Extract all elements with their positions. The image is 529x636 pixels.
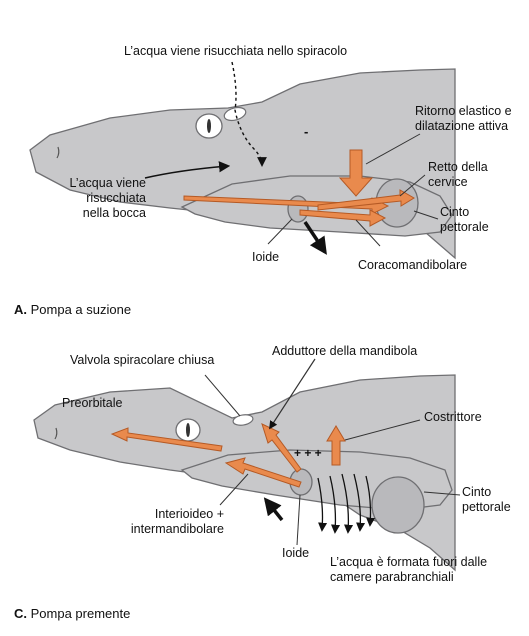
retto-arrow [317, 189, 415, 211]
water-out-5 [365, 475, 376, 527]
eye-c-pupil [186, 423, 190, 437]
label-water-out: L’acqua è formata fuori dalle camere par… [330, 555, 488, 584]
water-out-1 [317, 477, 328, 532]
eye-a-pupil [207, 119, 211, 133]
water-mouth-arrow [144, 161, 231, 179]
costrittore-arrow [326, 425, 346, 466]
panel-c-letter: C. [14, 606, 27, 621]
interioideo-arrow [224, 457, 302, 488]
cinto-c-leader [423, 491, 461, 496]
label-spiracle-in: L’acqua viene risucchiata nello spiracol… [124, 44, 348, 58]
panel-a-name: Pompa a suzione [30, 302, 132, 317]
label-costrittore: Costrittore [424, 410, 482, 424]
nostril-c [54, 427, 58, 440]
panel-a-arrows [144, 61, 439, 255]
panel-c-arrows [110, 358, 461, 546]
label-preorbitale: Preorbitale [62, 396, 123, 410]
elastic-leader [365, 133, 421, 165]
hyoid-a-motion [303, 221, 327, 255]
panel-a-title: A. Pompa a suzione [14, 302, 131, 317]
water-out-3 [341, 473, 354, 534]
interioideo-leader [219, 473, 249, 506]
water-out-4 [353, 473, 366, 532]
cinto-a-leader [413, 210, 439, 220]
label-cinto-c: Cinto pettorale [462, 485, 511, 514]
hyoid-a [287, 195, 309, 223]
water-out-2 [329, 475, 341, 534]
spiracle-c [232, 414, 254, 426]
water-spiracle-arrow [231, 61, 267, 167]
label-adduttore: Adduttore della mandibola [272, 344, 418, 358]
label-coraco: Coracomandibolare [358, 258, 468, 272]
label-retto: Retto della cervice [428, 160, 488, 189]
label-cinto-a: Cinto pettorale [440, 205, 489, 234]
label-minus: - [304, 124, 309, 139]
adduttore-leader [269, 358, 316, 430]
coraco-arrow-2 [299, 209, 387, 227]
label-plus: + + + [294, 446, 322, 460]
panel-a-shark [29, 68, 456, 260]
coraco-leader [355, 219, 381, 247]
label-ioide-a: Ioide [252, 250, 280, 264]
label-elastic: Ritorno elastico e dilatazione attiva [415, 104, 512, 133]
elastic-arrow [338, 149, 374, 197]
preorbitale-arrow [110, 427, 223, 452]
pectoral-girdle-c [371, 476, 425, 534]
panel-c-name: Pompa premente [30, 606, 131, 621]
ioide-a-leader [267, 218, 293, 245]
panel-c-title: C. Pompa premente [14, 606, 130, 621]
label-interioideo: Interioideo + intermandibolare [130, 507, 224, 536]
spiracle-a [223, 106, 247, 122]
label-valvola: Valvola spiracolare chiusa [70, 353, 215, 367]
ioide-c-leader [296, 494, 301, 546]
hyoid-c-motion [263, 497, 284, 522]
panel-a-letter: A. [14, 302, 27, 317]
label-ioide-c: Ioide [282, 546, 310, 560]
label-mouth-in: L’acqua viene risucchiata nella bocca [69, 176, 146, 220]
nostril-a [56, 146, 60, 159]
valvola-leader [204, 374, 241, 417]
costrittore-leader [344, 419, 421, 441]
retto-leader [399, 174, 426, 197]
